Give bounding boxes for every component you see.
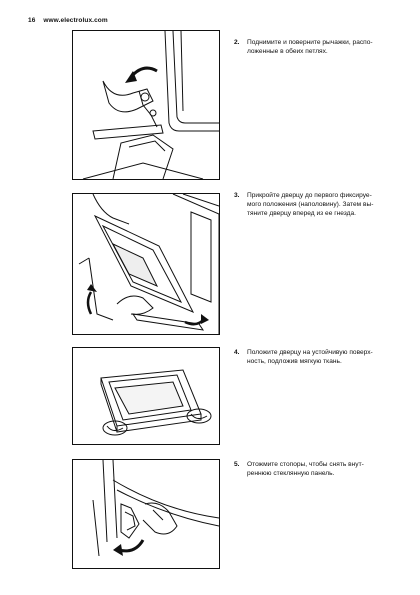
- figure-door-removal: [72, 193, 220, 335]
- step-number: 3.: [234, 192, 240, 199]
- page-number: 16: [28, 17, 36, 24]
- press-arrow-icon: [118, 539, 145, 553]
- step-number: 5.: [234, 461, 240, 468]
- step-text: Поднимите и поверните рычажки, распо- ло…: [247, 39, 373, 55]
- step-text: Прикройте дверцу до первого фиксируе- мо…: [247, 192, 374, 217]
- rotate-arrow-icon: [129, 66, 158, 79]
- step-2: 2. Поднимите и поверните рычажки, распо-…: [234, 38, 394, 56]
- glass-panel-latch-illustration: [92, 460, 219, 557]
- figure-hinge-lever: [72, 30, 220, 180]
- step-text: Отожмите стопоры, чтобы снять внут- ренн…: [247, 461, 364, 477]
- step-5: 5. Отожмите стопоры, чтобы снять внут- р…: [234, 460, 394, 478]
- step-3: 3. Прикройте дверцу до первого фиксируе-…: [234, 191, 394, 218]
- step-4: 4. Положите дверцу на устойчивую поверх-…: [234, 348, 394, 366]
- page-header: 16 www.electrolux.com: [28, 17, 108, 24]
- door-removal-illustration: [78, 194, 219, 334]
- lift-arrow-icon: [86, 291, 93, 315]
- hinge-lever-illustration: [82, 31, 219, 179]
- figure-glass-panel-latch: [72, 459, 220, 569]
- figure-door-on-cloth: [72, 347, 220, 445]
- step-text: Положите дверцу на устойчивую поверх- но…: [247, 349, 373, 365]
- step-number: 2.: [234, 39, 240, 46]
- step-number: 4.: [234, 349, 240, 356]
- site-url: www.electrolux.com: [43, 17, 108, 24]
- door-on-cloth-illustration: [100, 369, 212, 436]
